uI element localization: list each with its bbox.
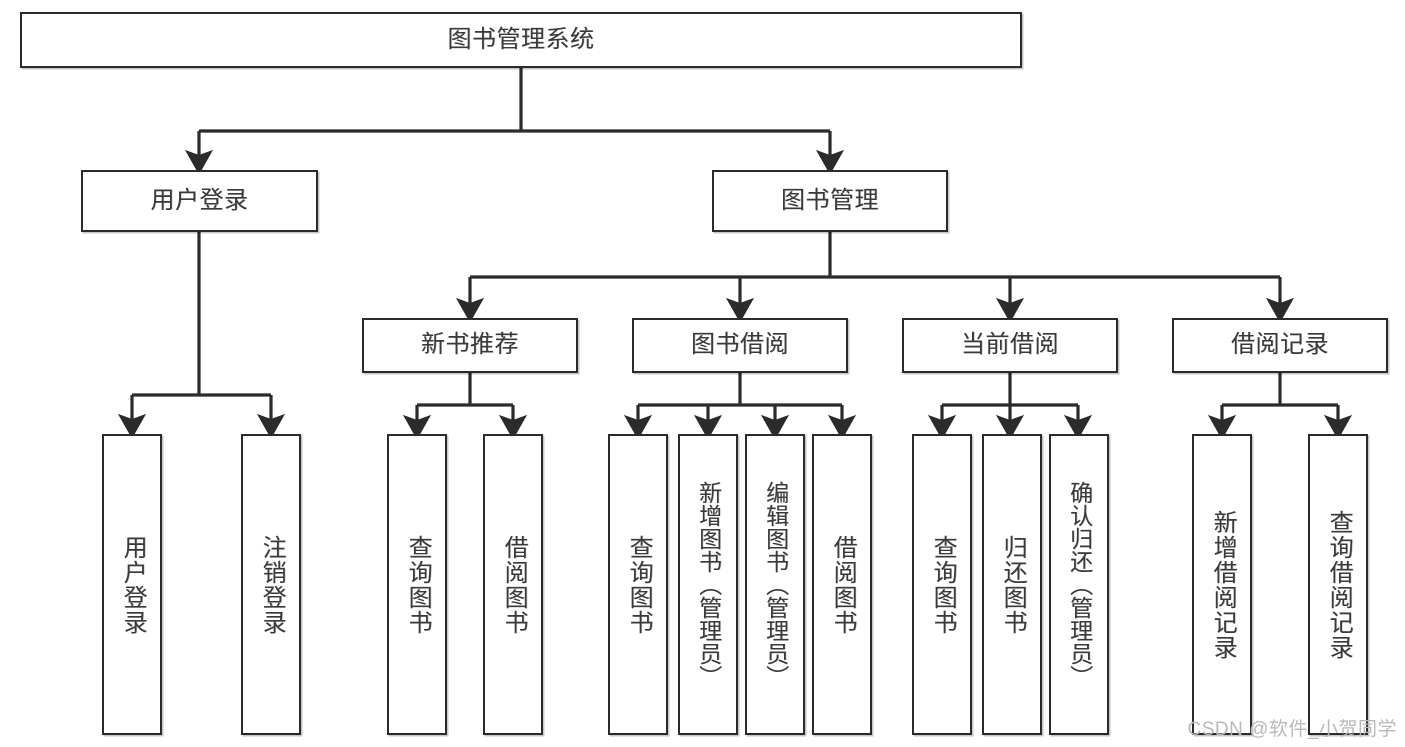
node-label: 注销登录	[258, 534, 286, 635]
node-label: 查询图书	[929, 534, 957, 635]
leaf-user-login-logout[interactable]: 注销登录	[241, 434, 301, 735]
leaf-borrow-query-book[interactable]: 查询图书	[608, 434, 668, 735]
leaf-current-query-book[interactable]: 查询图书	[912, 434, 972, 735]
node-label: 编辑图书（管理员）	[762, 481, 789, 688]
node-label: 新增借阅记录	[1209, 509, 1237, 660]
leaf-current-confirm-return-admin[interactable]: 确认归还（管理员）	[1049, 434, 1109, 735]
leaf-record-query-record[interactable]: 查询借阅记录	[1308, 434, 1368, 735]
leaf-record-add-record[interactable]: 新增借阅记录	[1192, 434, 1252, 735]
node-label: 图书管理	[781, 186, 879, 214]
node-label: 确认归还（管理员）	[1066, 481, 1093, 688]
node-current-borrow[interactable]: 当前借阅	[902, 318, 1118, 373]
leaf-current-return-book[interactable]: 归还图书	[982, 434, 1042, 735]
node-label: 新增图书（管理员）	[695, 481, 722, 688]
node-user-login[interactable]: 用户登录	[81, 170, 318, 232]
leaf-borrow-add-book-admin[interactable]: 新增图书（管理员）	[678, 434, 738, 735]
node-label: 用户登录	[119, 534, 147, 635]
node-label: 用户登录	[150, 186, 249, 214]
csdn-watermark: CSDN @软件_小贺同学	[1187, 719, 1397, 740]
leaf-borrow-borrow-book[interactable]: 借阅图书	[812, 434, 872, 735]
node-label: 查询图书	[625, 534, 653, 635]
node-label: 图书借阅	[691, 331, 789, 359]
leaf-recommend-query-book[interactable]: 查询图书	[387, 434, 447, 735]
node-borrow-record[interactable]: 借阅记录	[1172, 318, 1388, 373]
node-label: 借阅图书	[829, 534, 857, 635]
node-label: 借阅记录	[1231, 331, 1329, 359]
node-label: 图书管理系统	[447, 25, 595, 53]
node-book-borrow[interactable]: 图书借阅	[632, 318, 848, 373]
node-label: 借阅图书	[500, 534, 528, 635]
node-label: 查询借阅记录	[1325, 509, 1353, 660]
node-new-book-recommend[interactable]: 新书推荐	[362, 318, 578, 373]
node-label: 当前借阅	[961, 331, 1059, 359]
node-root-system[interactable]: 图书管理系统	[20, 12, 1022, 68]
node-book-management[interactable]: 图书管理	[712, 170, 948, 232]
leaf-recommend-borrow-book[interactable]: 借阅图书	[483, 434, 543, 735]
node-label: 归还图书	[999, 534, 1027, 635]
leaf-user-login-login[interactable]: 用户登录	[102, 434, 162, 735]
node-label: 查询图书	[404, 534, 432, 635]
leaf-borrow-edit-book-admin[interactable]: 编辑图书（管理员）	[745, 434, 805, 735]
node-label: 新书推荐	[421, 331, 519, 359]
